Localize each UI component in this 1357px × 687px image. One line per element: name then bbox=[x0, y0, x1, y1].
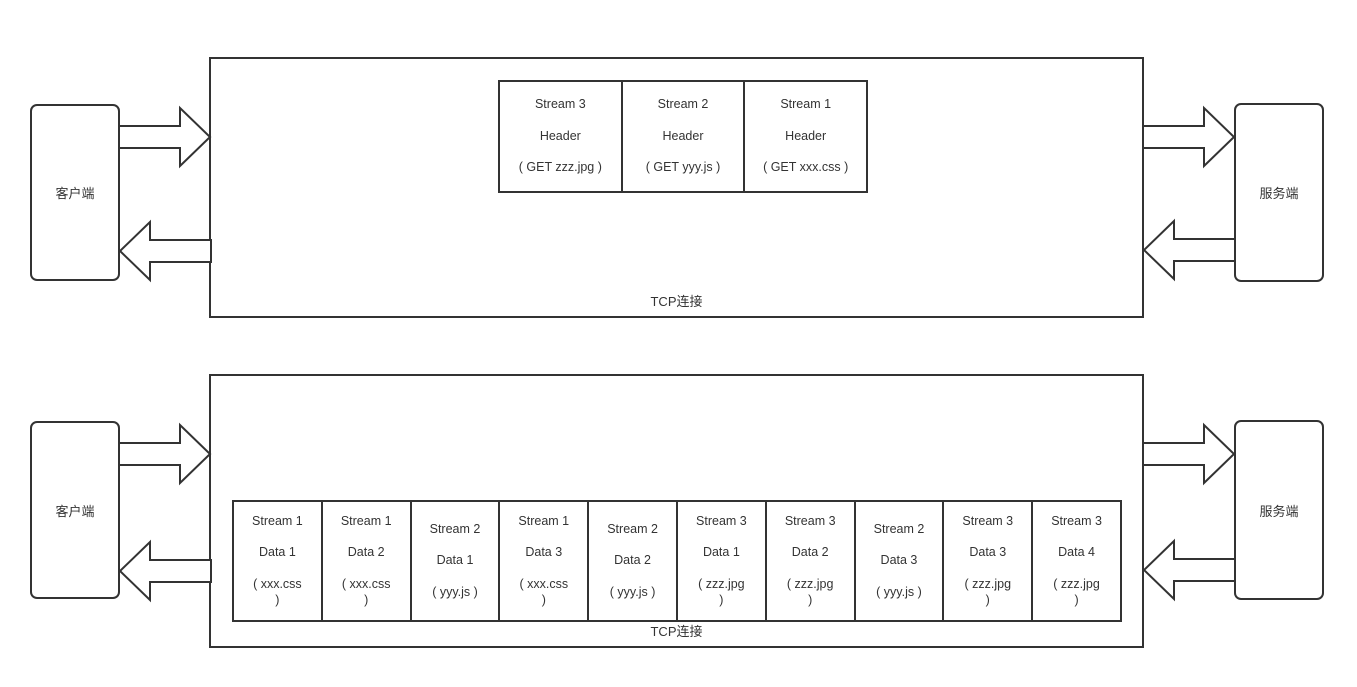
frame-payload-label: ( yyy.js ) bbox=[876, 584, 922, 599]
tcp-connection-label: TCP连接 bbox=[650, 294, 703, 309]
frame-type-label: Header bbox=[662, 128, 704, 143]
frame-type-label: Data 1 bbox=[436, 553, 474, 568]
frame-cell: Stream 2 Data 1 ( yyy.js ) bbox=[409, 502, 499, 620]
server-label: 服务端 bbox=[1259, 186, 1299, 201]
arrow-left-icon bbox=[1142, 218, 1236, 282]
frame-type-label: Data 2 bbox=[347, 545, 385, 560]
frame-type-label: Data 2 bbox=[791, 545, 829, 560]
arrow-right-icon bbox=[118, 105, 212, 169]
frame-stream-label: Stream 2 bbox=[873, 521, 925, 536]
frame-stream-label: Stream 3 bbox=[962, 513, 1014, 528]
frame-stream-label: Stream 1 bbox=[252, 513, 303, 528]
frame-cell: Stream 1 Data 1 ( xxx.css ) bbox=[234, 502, 321, 620]
frame-payload-label: ( GET zzz.jpg ) bbox=[518, 160, 602, 175]
arrow-left-icon bbox=[118, 539, 212, 603]
frame-cell: Stream 2 Data 2 ( yyy.js ) bbox=[587, 502, 676, 620]
frame-cell: Stream 3 Data 4 ( zzz.jpg ) bbox=[1031, 502, 1120, 620]
frame-payload-label: ( zzz.jpg ) bbox=[964, 577, 1012, 607]
frame-cell: Stream 1 Data 3 ( xxx.css ) bbox=[498, 502, 587, 620]
frame-stream-label: Stream 3 bbox=[784, 513, 836, 528]
frame-cell: Stream 3 Header ( GET zzz.jpg ) bbox=[500, 82, 621, 191]
frame-payload-label: ( xxx.css ) bbox=[253, 577, 302, 607]
frame-payload-label: ( xxx.css ) bbox=[519, 577, 569, 607]
arrow-right-icon bbox=[1142, 105, 1236, 169]
arrow-right-icon bbox=[1142, 422, 1236, 486]
frame-stream-label: Stream 1 bbox=[340, 513, 392, 528]
frame-cell: Stream 3 Data 3 ( zzz.jpg ) bbox=[942, 502, 1031, 620]
frame-stream-label: Stream 2 bbox=[429, 521, 481, 536]
frame-type-label: Header bbox=[539, 128, 581, 143]
frame-cell: Stream 1 Header ( GET xxx.css ) bbox=[743, 82, 866, 191]
frame-type-label: Header bbox=[785, 128, 827, 143]
frame-type-label: Data 3 bbox=[880, 553, 918, 568]
client-label: 客户端 bbox=[55, 503, 95, 519]
frame-stream-label: Stream 1 bbox=[780, 97, 832, 112]
data-frames-group: Stream 1 Data 1 ( xxx.css ) Stream 1 Dat… bbox=[232, 500, 1122, 622]
frame-type-label: Data 3 bbox=[525, 545, 563, 560]
server-label: 服务端 bbox=[1259, 503, 1299, 519]
frame-stream-label: Stream 2 bbox=[607, 521, 658, 536]
client-label: 客户端 bbox=[55, 186, 95, 201]
frame-cell: Stream 3 Data 2 ( zzz.jpg ) bbox=[764, 502, 854, 620]
frame-cell: Stream 1 Data 2 ( xxx.css ) bbox=[320, 502, 410, 620]
client-box: 客户端 bbox=[30, 104, 120, 281]
frame-type-label: Data 1 bbox=[702, 545, 740, 560]
frame-type-label: Data 1 bbox=[258, 545, 296, 560]
frame-payload-label: ( zzz.jpg ) bbox=[698, 577, 745, 607]
frame-payload-label: ( zzz.jpg ) bbox=[786, 577, 834, 607]
frame-payload-label: ( xxx.css ) bbox=[341, 577, 391, 607]
frame-stream-label: Stream 3 bbox=[696, 513, 747, 528]
frame-stream-label: Stream 2 bbox=[657, 97, 709, 112]
frame-type-label: Data 2 bbox=[614, 553, 651, 568]
frame-payload-label: ( zzz.jpg ) bbox=[1053, 577, 1100, 607]
frame-cell: Stream 3 Data 1 ( zzz.jpg ) bbox=[675, 502, 765, 620]
tcp-connection-label: TCP连接 bbox=[650, 624, 703, 639]
frame-stream-label: Stream 3 bbox=[1051, 513, 1102, 528]
frame-payload-label: ( GET xxx.css ) bbox=[763, 160, 849, 175]
server-box: 服务端 bbox=[1234, 103, 1324, 282]
client-box: 客户端 bbox=[30, 421, 120, 599]
frame-payload-label: ( GET yyy.js ) bbox=[645, 160, 721, 175]
frame-payload-label: ( yyy.js ) bbox=[609, 584, 656, 599]
frame-cell: Stream 2 Header ( GET yyy.js ) bbox=[620, 82, 744, 191]
frame-cell: Stream 2 Data 3 ( yyy.js ) bbox=[853, 502, 943, 620]
arrow-left-icon bbox=[1142, 538, 1236, 602]
server-box: 服务端 bbox=[1234, 420, 1324, 600]
arrow-left-icon bbox=[118, 219, 212, 283]
frame-stream-label: Stream 3 bbox=[534, 97, 586, 112]
frame-payload-label: ( yyy.js ) bbox=[432, 584, 478, 599]
header-frames-group: Stream 3 Header ( GET zzz.jpg ) Stream 2… bbox=[498, 80, 868, 193]
frame-type-label: Data 3 bbox=[969, 545, 1007, 560]
frame-type-label: Data 4 bbox=[1058, 545, 1095, 560]
arrow-right-icon bbox=[118, 422, 212, 486]
frame-stream-label: Stream 1 bbox=[518, 513, 570, 528]
